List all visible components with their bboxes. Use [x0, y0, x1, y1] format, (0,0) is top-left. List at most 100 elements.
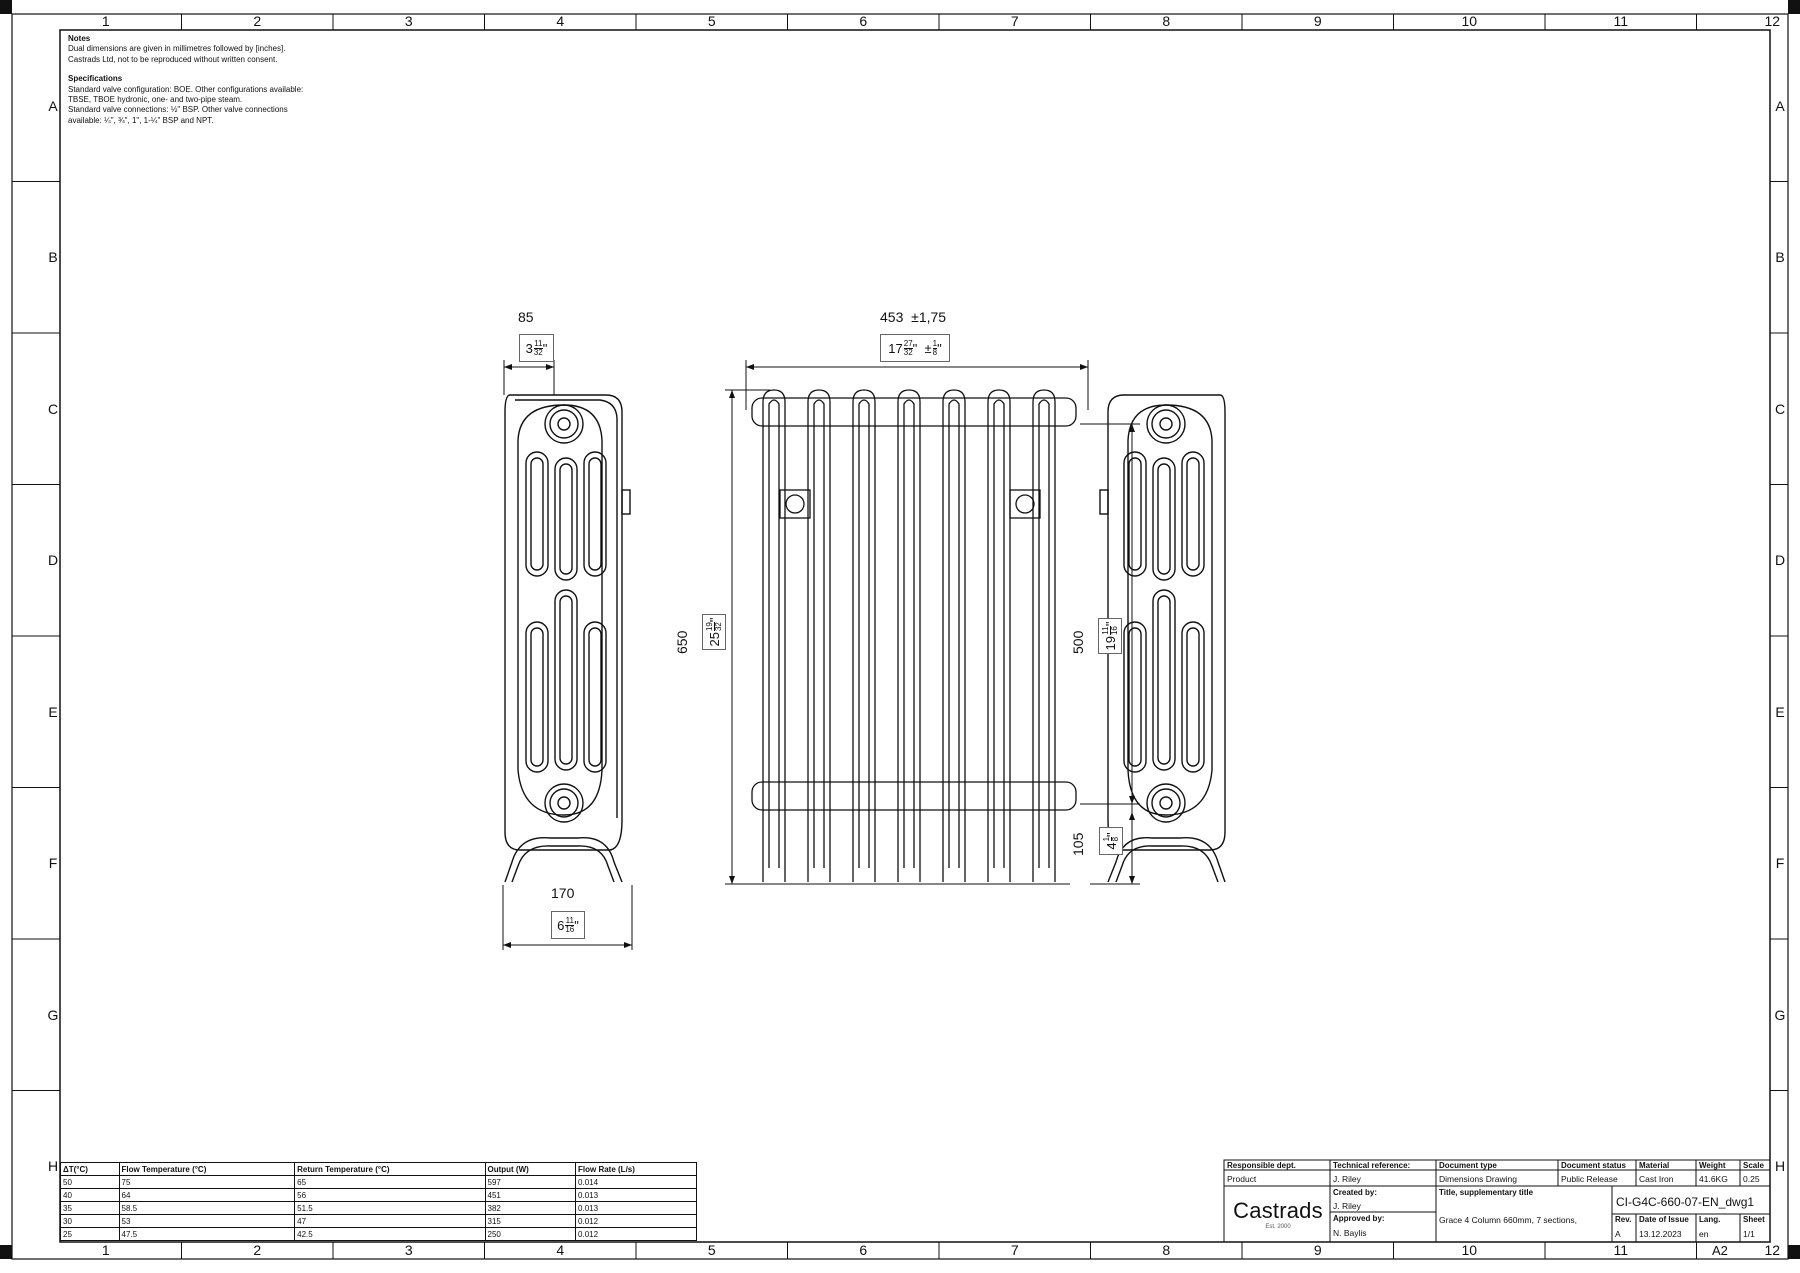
table-cell: 25 [60, 1227, 120, 1241]
table-cell: 65 [294, 1175, 486, 1189]
height-inch-whole: 25 [706, 632, 722, 647]
created-label: Created by: [1333, 1188, 1377, 1197]
length-mm-value: 453 [880, 309, 904, 325]
zone-row-label: C [47, 400, 59, 417]
header-output: Output (W) [484, 1162, 577, 1176]
depth-mm-label: 85 [518, 309, 534, 325]
material-value: Cast Iron [1639, 1174, 1674, 1184]
zone-row-label: B [1775, 249, 1785, 266]
created-text: J. Riley [1333, 1201, 1361, 1211]
header-flow-rate: Flow Rate (L/s) [575, 1162, 697, 1176]
zone-col-label: 9 [1313, 1242, 1322, 1258]
material-heading: Material [1639, 1161, 1670, 1170]
date-label: Date of Issue [1639, 1215, 1689, 1224]
length-tol-den: 8 [932, 347, 938, 357]
doc-status-text: Public Release [1561, 1174, 1618, 1184]
created-value: J. Riley [1333, 1201, 1361, 1211]
radiator-section [807, 389, 831, 882]
spec-line: available: ¼", ¾", 1", 1-¼" BSP and NPT. [68, 115, 214, 125]
zone-col-label: 3 [404, 13, 413, 29]
zone-row-label: E [48, 703, 58, 720]
material-label: Material [1639, 1161, 1669, 1170]
scale-label: Scale [1743, 1161, 1764, 1170]
notes-line: Dual dimensions are given in millimetres… [68, 44, 286, 54]
zone-col-label: 12 [1764, 1242, 1781, 1258]
zone-col-label: 10 [1461, 13, 1478, 29]
scale-heading: Scale [1743, 1161, 1764, 1170]
doc-status-heading: Document status [1561, 1161, 1626, 1170]
technical-ref-value: J. Riley [1333, 1174, 1361, 1184]
table-cell: 47.5 [118, 1227, 296, 1241]
centres-inch-whole: 19 [1102, 636, 1118, 651]
title-label: Title, supplementary title [1439, 1188, 1533, 1197]
zone-col-label: 11 [1613, 13, 1629, 29]
table-cell: 451 [484, 1188, 577, 1202]
centres-mm-label: 500 [1070, 630, 1086, 654]
responsible-dept-label: Responsible dept. [1227, 1161, 1296, 1170]
spec-line: Standard valve connections: ½" BSP. Othe… [68, 105, 288, 115]
centres-inch-den: 16 [1109, 626, 1119, 636]
table-cell: 51.5 [294, 1201, 486, 1215]
zone-col-label: 8 [1162, 1242, 1171, 1258]
sheet-text: 1/1 [1743, 1229, 1755, 1239]
weight-heading: Weight [1699, 1161, 1726, 1170]
table-cell: 40 [60, 1188, 120, 1202]
zone-col-label: 3 [404, 1242, 413, 1258]
title-value: Grace 4 Column 660mm, 7 sections, [1439, 1215, 1577, 1225]
weight-value: 41.6KG [1699, 1174, 1728, 1184]
zone-col-label: 4 [556, 13, 565, 29]
rev-text: A [1615, 1229, 1621, 1239]
performance-table: ΔT(°C) Flow Temperature (°C) Return Temp… [60, 1162, 697, 1241]
lang-label: Lang. [1699, 1215, 1720, 1224]
table-cell: 47 [294, 1214, 486, 1228]
doc-type-heading: Document type [1439, 1161, 1497, 1170]
weight-label: Weight [1699, 1161, 1726, 1170]
foot-inch-whole: 6 [557, 917, 565, 933]
responsible-dept-value: Product [1227, 1174, 1256, 1184]
zone-col-label: 9 [1313, 13, 1322, 29]
zone-col-label: 12 [1764, 13, 1781, 29]
zone-row-label: B [48, 249, 58, 266]
responsible-dept-text: Product [1227, 1174, 1257, 1184]
header-delta-t: ΔT(°C) [60, 1162, 120, 1176]
approved-text: N. Baylis [1333, 1228, 1367, 1238]
logo-est: Est. 2000 [1265, 1224, 1291, 1230]
zone-row-label: A [1775, 97, 1785, 114]
doc-status-value: Public Release [1561, 1174, 1618, 1184]
table-header-row: ΔT(°C) Flow Temperature (°C) Return Temp… [60, 1162, 697, 1176]
zone-col-label: 1 [101, 1242, 110, 1258]
zone-row-label: D [1774, 552, 1786, 569]
spec-line: Standard valve configuration: BOE. Other… [68, 84, 304, 94]
table-cell: 35 [60, 1201, 120, 1215]
lang-text: en [1699, 1229, 1709, 1239]
weight-text: 41.6KG [1699, 1174, 1728, 1184]
sheet-label: Sheet [1743, 1215, 1765, 1224]
spec-title: Specifications [68, 74, 123, 84]
zone-row-label: C [1774, 400, 1786, 417]
zone-row-label: H [47, 1158, 59, 1175]
table-cell: 50 [60, 1175, 120, 1189]
table-cell: 58.5 [118, 1201, 296, 1215]
depth-inch-num: 11 [533, 338, 543, 349]
date-text: 13.12.2023 [1639, 1229, 1682, 1239]
rev-heading: Rev. [1615, 1215, 1632, 1224]
table-cell: 597 [484, 1175, 577, 1189]
notes-block: Notes Dual dimensions are given in milli… [68, 34, 408, 126]
radiator-section [897, 389, 921, 882]
material-text: Cast Iron [1639, 1174, 1674, 1184]
zone-row-label: G [1774, 1006, 1786, 1023]
logo-name: Castrads [1233, 1198, 1323, 1223]
zone-row-label: F [48, 855, 58, 872]
table-cell: 53 [118, 1214, 296, 1228]
length-inch-den: 32 [903, 347, 913, 357]
radiator-section [762, 389, 786, 882]
doc-status-label: Document status [1561, 1161, 1626, 1170]
zone-col-label: 10 [1461, 1242, 1478, 1258]
zone-col-label: 11 [1613, 1242, 1629, 1258]
zone-col-label: 6 [859, 13, 868, 29]
